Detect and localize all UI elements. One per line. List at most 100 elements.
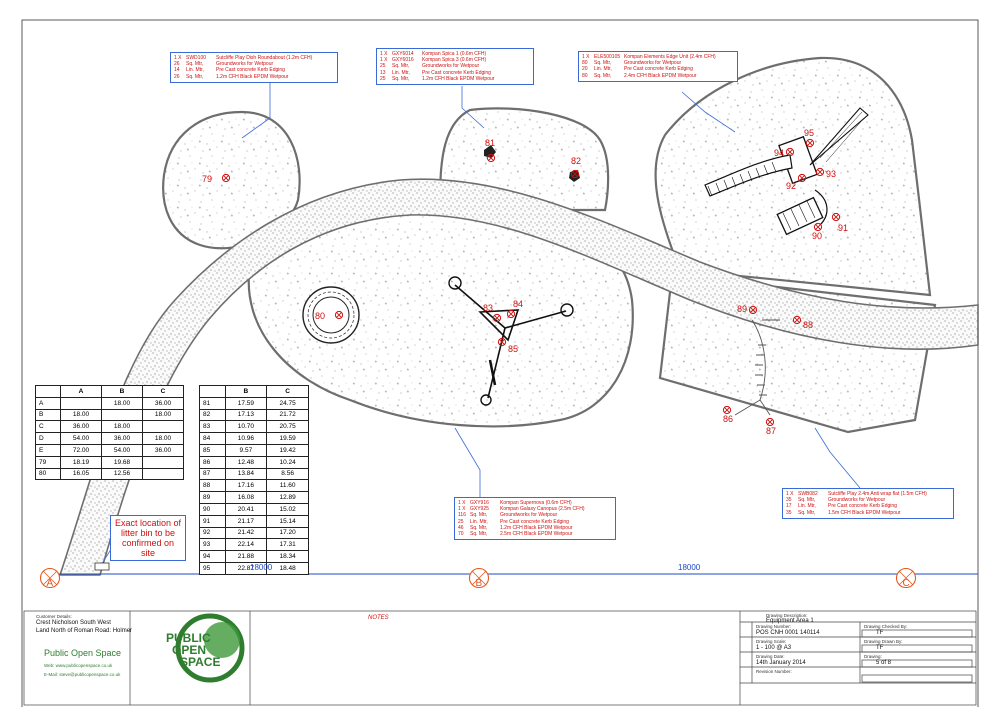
datum-label: C — [903, 578, 910, 589]
table-cell: 8.56 — [266, 467, 309, 481]
table-cell: 21.42 — [224, 526, 268, 540]
callout-cell: 1 X — [380, 57, 388, 64]
datum-point: C — [895, 567, 917, 589]
callout-cell: Sq. Mtr, — [392, 75, 410, 82]
table-cell — [141, 455, 185, 469]
callout-cell: Sq. Mtr, — [470, 531, 488, 538]
datum-point: A — [39, 567, 61, 589]
callout-cell: 14 — [174, 67, 180, 74]
table-cell: 81 — [199, 396, 226, 410]
table-cell: 36.00 — [141, 443, 185, 457]
table-cell: 22.14 — [224, 538, 268, 552]
customer-line-2: Land North of Roman Road: Holmer — [36, 628, 133, 634]
setting-out-marker: 91 — [831, 212, 848, 233]
scale-value: 1 - 100 @ A3 — [756, 645, 792, 651]
table-cell: D — [34, 432, 62, 445]
callout-cell: Pre Cast concrete Kerb Edging — [422, 69, 491, 76]
callout-cell: Sq. Mtr, — [798, 497, 816, 504]
callout-cell: GXY925 — [470, 506, 489, 513]
callout-cell: Sq. Mtr, — [392, 63, 410, 70]
callout-cell: ELE500105 — [594, 54, 621, 60]
datum-label: A — [47, 578, 54, 589]
checked-label: Drawing Checked By: — [864, 624, 908, 629]
callout-cell: 26 — [174, 73, 180, 80]
table-cell: 80 — [34, 467, 62, 481]
table-cell: 15.02 — [266, 502, 309, 516]
callout-cell: SWD100 — [186, 55, 207, 61]
callout-cell: 1 X — [458, 500, 466, 506]
table-header: B — [224, 385, 268, 398]
table-cell — [141, 467, 185, 481]
table-cell: 18.48 — [266, 561, 309, 575]
marker-label: 90 — [812, 231, 822, 241]
callout-cell: 116 — [458, 512, 466, 519]
drawn-label: Drawing Drawn By: — [864, 639, 903, 644]
callout-cell: Sq. Mtr, — [470, 524, 488, 531]
dimension-ab: 18000 — [250, 563, 273, 572]
callout-cell: 1.2m CFH Black EPDM Wetpour — [216, 73, 289, 80]
setting-out-marker: 85 — [497, 337, 518, 354]
galaxy-canopus — [448, 276, 574, 406]
table-header: B — [101, 385, 143, 398]
table-cell: 21.88 — [224, 550, 268, 563]
callout-cell: SWB082 — [798, 491, 818, 497]
callout-cell: Kompan Elements Edge Unit (2.4m CFH) — [624, 54, 716, 60]
callout-cell: Kompan Spica 3 (0.6m CFH) — [422, 57, 487, 64]
callout-cell: Sq. Mtr, — [186, 61, 204, 68]
table-cell: 16.08 — [224, 491, 268, 504]
marker-label: 87 — [766, 426, 776, 436]
table-cell: 18.19 — [60, 455, 103, 469]
table-cell: 13.84 — [224, 467, 268, 481]
desc-label: Drawing Description: — [766, 613, 808, 618]
number-value: POS CNH 0001 140114 — [756, 630, 820, 636]
table-cell: 88 — [199, 479, 226, 493]
table-cell: 18.00 — [141, 408, 185, 422]
callout-cell: Kompan Galaxy Canopus (2.5m CFH) — [500, 506, 585, 513]
dimension-bc: 18000 — [678, 563, 701, 572]
callout-cell: GXY6016 — [392, 57, 414, 64]
checked-value: TF — [876, 630, 884, 636]
marker-label: 85 — [508, 344, 518, 354]
table-cell: 21.17 — [224, 514, 268, 528]
callout-cell: Sq. Mtr, — [594, 72, 612, 79]
table-cell: E — [34, 443, 62, 457]
callout-cell: 1.2m CFH Black EPDM Wetpour — [422, 75, 495, 82]
callout-row: 1 X GXY6016 Kompan Spica 3 (0.6m CFH) — [380, 57, 530, 63]
callout-cell: Pre Cast concrete Kerb Edging — [828, 503, 897, 510]
table-cell — [101, 408, 143, 422]
table-cell: 12.89 — [266, 491, 309, 504]
callout-cell: Pre Cast concrete Kerb Edging — [624, 66, 693, 73]
marker-label: 92 — [786, 181, 796, 191]
callout-cell: Lin. Mtr, — [392, 69, 410, 76]
table-cell: 79 — [34, 455, 62, 469]
marker-label: 79 — [202, 174, 212, 184]
company-web: Web: www.publicopenspace.co.uk — [44, 663, 113, 668]
revision-label: Revision Number: — [756, 669, 792, 674]
table-cell: 12.48 — [224, 455, 268, 469]
table-cell: 16.05 — [60, 467, 103, 481]
table-cell: 17.20 — [266, 526, 309, 540]
dimension-line — [49, 570, 978, 578]
table-cell: 21.72 — [266, 408, 309, 422]
callout-cell: 25 — [380, 63, 386, 70]
table-cell: A — [34, 396, 62, 410]
table-cell: 17.59 — [224, 396, 268, 410]
callout-cell: Kompan Supernova (0.6m CFH) — [500, 500, 572, 506]
